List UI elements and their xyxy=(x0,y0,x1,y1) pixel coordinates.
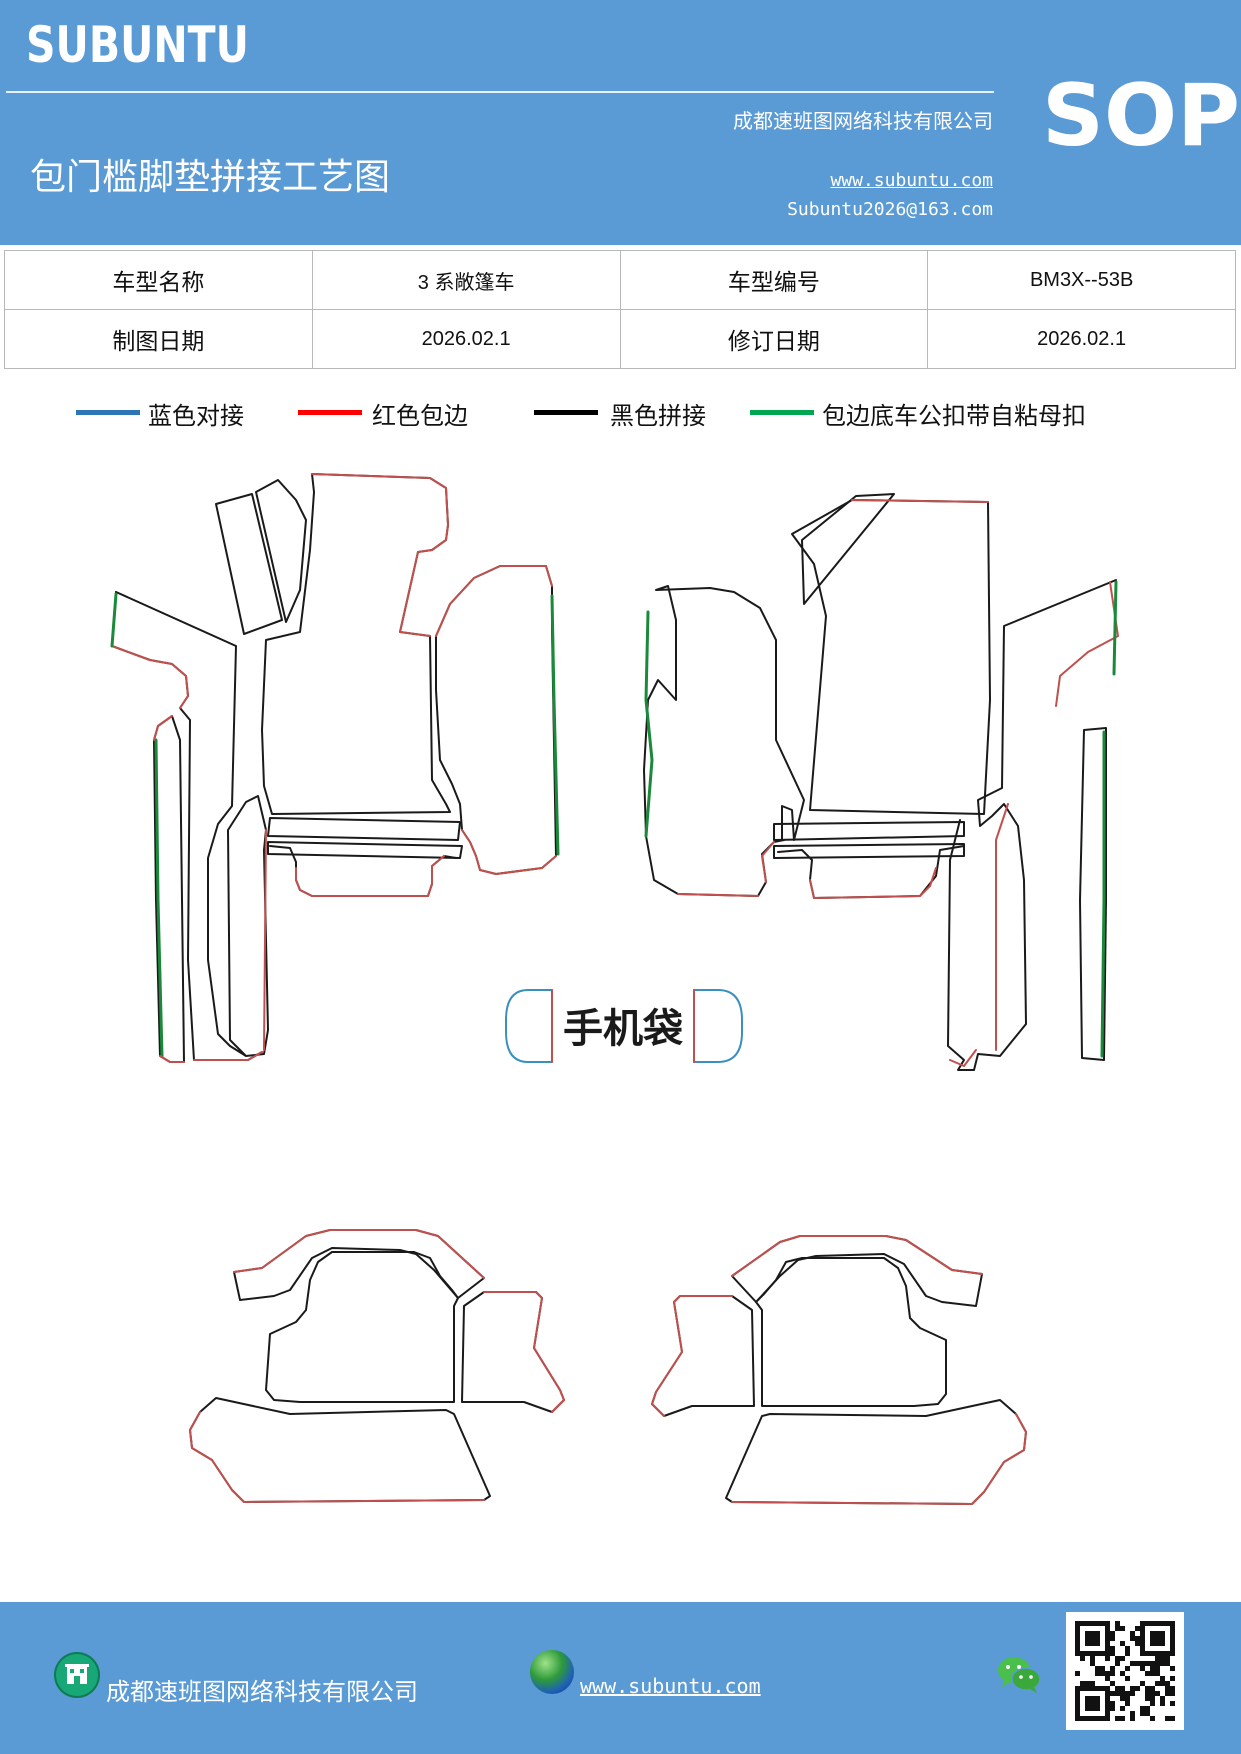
table-row: 车型名称 3 系敞篷车 车型编号 BM3X--53B xyxy=(4,250,1236,310)
mat-edge-red xyxy=(677,499,989,897)
revise-date-label: 修订日期 xyxy=(619,309,929,369)
phone-pocket: 手机袋 xyxy=(505,989,743,1063)
legend-item-black: 黑色拼接 xyxy=(534,396,734,446)
draw-date-value: 2026.02.1 xyxy=(311,309,621,369)
mat-piece xyxy=(189,1397,491,1503)
mat-strip xyxy=(267,817,461,841)
mat-piece xyxy=(755,1257,947,1407)
legend-swatch-red xyxy=(298,410,362,415)
mat-edge-red xyxy=(189,1411,485,1503)
mat-edge-red xyxy=(949,581,1119,1067)
mat-piece xyxy=(233,1229,485,1301)
mat-piece xyxy=(115,591,269,1057)
legend-item-blue: 蓝色对接 xyxy=(76,396,276,446)
mat-edge-green xyxy=(644,610,654,838)
footer-website-link[interactable]: www.subuntu.com xyxy=(580,1674,761,1698)
sop-tag: SOP xyxy=(1042,66,1241,166)
legend-label-black: 黑色拼接 xyxy=(610,402,706,430)
pocket-label: 手机袋 xyxy=(563,1006,683,1052)
legend-swatch-blue xyxy=(76,410,140,415)
mat-edge-green xyxy=(1100,730,1106,1058)
mat-edge-red xyxy=(483,1291,565,1413)
mat-piece xyxy=(269,845,457,897)
revise-date-value: 2026.02.1 xyxy=(927,309,1236,369)
mat-edge-green xyxy=(154,738,164,1058)
mat-strip xyxy=(773,821,965,841)
mat-piece xyxy=(731,1235,983,1307)
mat-piece xyxy=(777,845,965,899)
email-address: Subuntu2026@163.com xyxy=(787,199,993,220)
model-code-value: BM3X--53B xyxy=(927,250,1236,310)
legend-item-green: 包边底车公扣带自粘母扣 xyxy=(750,396,1170,446)
website-link[interactable]: www.subuntu.com xyxy=(830,170,993,191)
mat-piece xyxy=(255,479,307,623)
model-name-label: 车型名称 xyxy=(4,250,313,310)
draw-date-label: 制图日期 xyxy=(4,309,313,369)
building-icon xyxy=(54,1652,100,1698)
info-table: 车型名称 3 系敞篷车 车型编号 BM3X--53B 制图日期 2026.02.… xyxy=(4,250,1236,369)
mat-edge-red xyxy=(651,1295,733,1417)
page-title: 包门槛脚垫拼接工艺图 xyxy=(30,157,391,198)
mat-edge-red xyxy=(809,867,937,899)
mat-piece xyxy=(1079,727,1107,1061)
mat-piece xyxy=(801,493,895,605)
wechat-icon xyxy=(998,1657,1041,1693)
mat-piece xyxy=(643,585,805,897)
legend-swatch-green xyxy=(750,410,814,415)
mat-piece xyxy=(265,1251,459,1403)
mat-piece xyxy=(791,499,991,815)
mat-edge-green xyxy=(550,594,560,856)
mat-piece xyxy=(725,1399,1027,1505)
mat-edge-red xyxy=(731,1413,1027,1505)
mat-edge-red xyxy=(435,565,557,875)
legend-item-red: 红色包边 xyxy=(298,396,498,446)
company-name: 成都速班图网络科技有限公司 xyxy=(733,109,993,133)
legend-swatch-black xyxy=(534,410,598,415)
legend-label-blue: 蓝色对接 xyxy=(148,402,244,430)
rear-right-mats xyxy=(651,1235,1027,1505)
mat-piece xyxy=(261,473,451,815)
pocket-edge-blue xyxy=(693,989,743,1063)
legend-label-red: 红色包边 xyxy=(372,402,468,430)
header-divider xyxy=(6,91,994,93)
front-right-mats xyxy=(643,493,1119,1071)
header-banner xyxy=(0,0,1241,245)
pocket-edge-blue xyxy=(505,989,553,1063)
mat-drawing: 手机袋 xyxy=(110,473,1119,1505)
mat-piece xyxy=(435,565,557,875)
mat-piece xyxy=(111,591,263,1061)
legend-label-green: 包边底车公扣带自粘母扣 xyxy=(822,402,1086,430)
table-row: 制图日期 2026.02.1 修订日期 2026.02.1 xyxy=(4,309,1236,369)
mat-edge-red xyxy=(153,715,185,1063)
mat-edge-red xyxy=(731,1235,983,1277)
footer-company: 成都速班图网络科技有限公司 xyxy=(106,1678,418,1706)
rear-left-mats xyxy=(189,1229,565,1503)
mat-edge-red xyxy=(233,1229,485,1279)
mat-edge-red xyxy=(295,855,445,897)
mat-piece xyxy=(651,1295,755,1417)
model-code-label: 车型编号 xyxy=(619,250,929,310)
mat-strip xyxy=(773,843,965,859)
model-name-value: 3 系敞篷车 xyxy=(311,250,621,310)
mat-edge-red xyxy=(111,645,267,1061)
mat-edge-green xyxy=(1112,580,1118,676)
mat-piece xyxy=(947,579,1117,1071)
mat-edge-green xyxy=(110,592,118,648)
mat-strip xyxy=(267,841,463,859)
mat-edge-red xyxy=(311,473,449,637)
front-left-mats xyxy=(110,473,560,1063)
qr-code xyxy=(1066,1612,1184,1730)
mat-piece xyxy=(215,493,283,635)
mat-piece xyxy=(461,1291,565,1413)
globe-icon xyxy=(530,1650,574,1694)
brand-logo: SUBUNTU xyxy=(26,16,249,74)
